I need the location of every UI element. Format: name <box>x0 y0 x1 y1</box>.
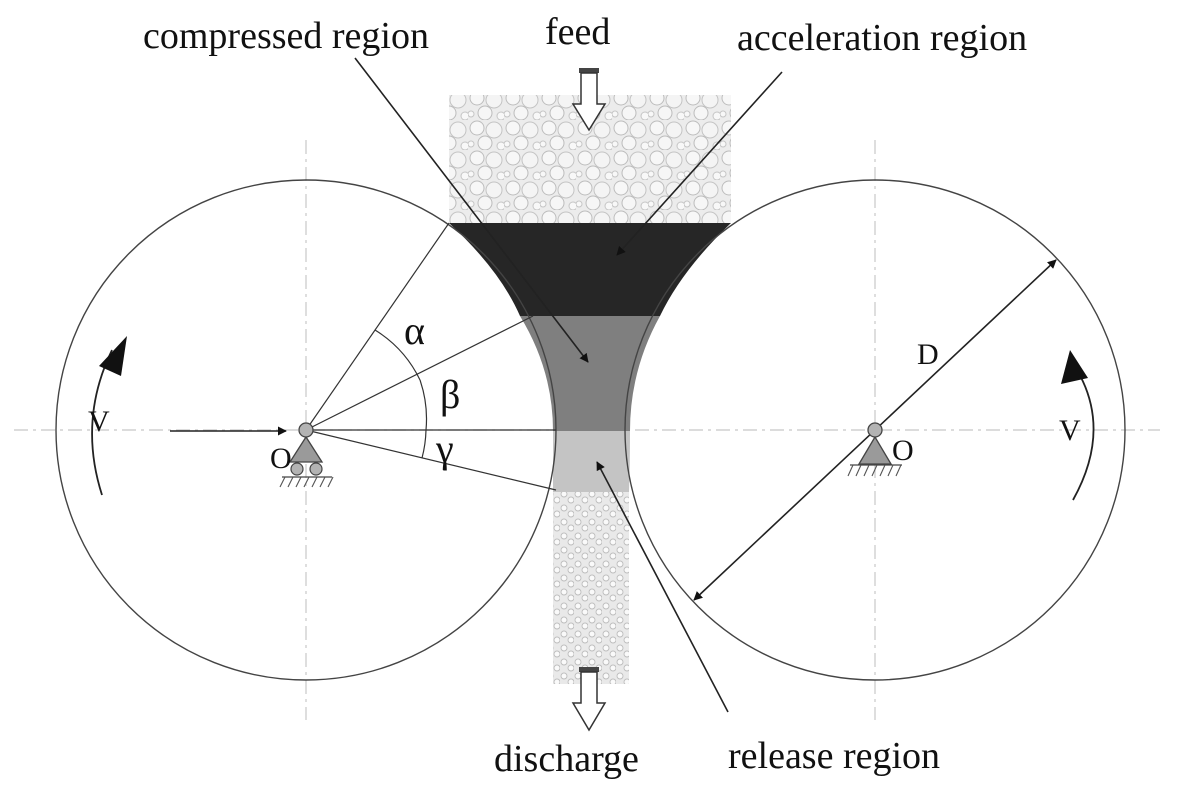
compressed-region <box>520 316 660 431</box>
compressed-region-label: compressed region <box>143 15 429 57</box>
release-region <box>553 431 630 492</box>
discharge-material <box>553 492 629 684</box>
alpha-label: α <box>404 308 425 353</box>
acceleration-leader <box>616 71 783 256</box>
acceleration-region <box>449 223 731 316</box>
gamma-label: γ <box>435 426 454 471</box>
down-arrow-icon <box>571 68 607 132</box>
curved-arrow-icon <box>91 336 127 496</box>
velocity-left-label: V <box>88 405 110 438</box>
acceleration-region-label: acceleration region <box>737 17 1027 59</box>
right-roll <box>624 179 1126 681</box>
angle-rays <box>305 222 557 491</box>
pin-support-icon <box>279 422 334 488</box>
diameter-label: D <box>917 338 939 371</box>
feed-label: feed <box>545 11 610 53</box>
curved-arrow-icon <box>1061 350 1095 501</box>
pin-support-icon <box>847 422 902 477</box>
beta-label: β <box>440 372 460 417</box>
release-region-label: release region <box>728 735 940 777</box>
release-leader <box>596 461 729 713</box>
compressed-leader <box>354 57 589 363</box>
discharge-label: discharge <box>494 738 639 780</box>
origin-left-label: O <box>270 442 292 475</box>
down-arrow-icon <box>571 667 607 732</box>
origin-right-label: O <box>892 434 914 467</box>
velocity-right-label: V <box>1059 414 1081 447</box>
